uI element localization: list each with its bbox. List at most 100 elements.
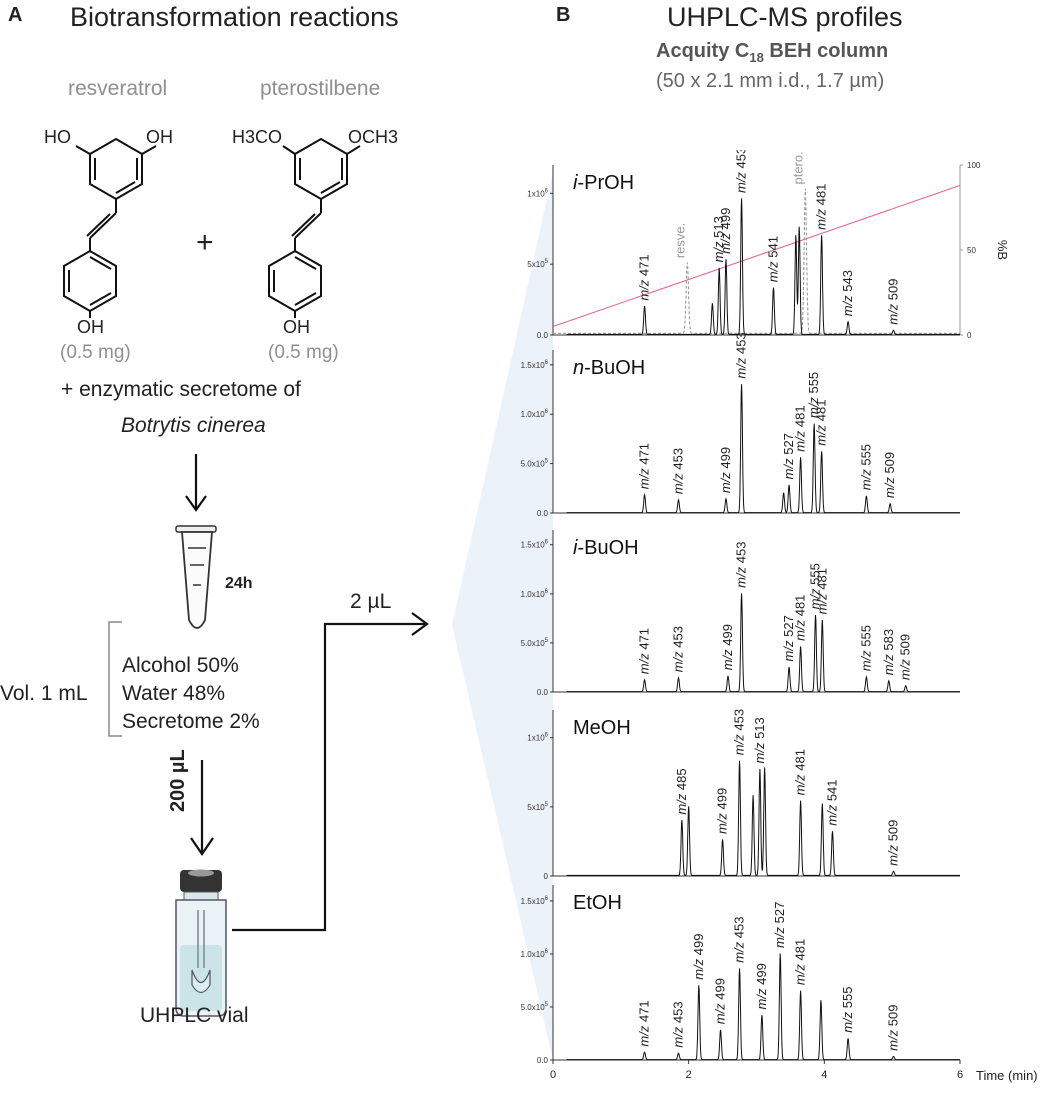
peak-label: m/z 471 xyxy=(637,628,652,674)
y-tick-label: 0.0 xyxy=(537,331,549,340)
peak-label: m/z 453 xyxy=(732,917,747,963)
pterostilbene-name: pterostilbene xyxy=(260,77,381,100)
column-name-main: Acquity C xyxy=(656,40,750,62)
composition-secretome: Secretome 2% xyxy=(122,710,260,733)
y-tick-label: 0.0 xyxy=(537,688,549,697)
pterostilbene-mass: (0.5 mg) xyxy=(268,342,339,363)
gradient-line xyxy=(552,184,961,327)
panel-b-title: UHPLC-MS profiles xyxy=(667,2,903,32)
peak-label: m/z 509 xyxy=(886,1005,901,1051)
peak-label: m/z 513 xyxy=(711,216,726,262)
reference-label: ptero. xyxy=(790,151,805,184)
chromatogram-trace xyxy=(566,593,960,693)
peak-label: m/z 555 xyxy=(858,444,873,490)
chromatogram-title: i-PrOH xyxy=(573,172,634,194)
peak-label: m/z 509 xyxy=(898,634,913,680)
y-tick-label: 1.5x106 xyxy=(521,540,549,550)
y-tick-label: 0 xyxy=(544,872,549,881)
x-axis-label: Time (min) xyxy=(976,1068,1038,1083)
secretome-line-1: + enzymatic secretome of xyxy=(61,378,301,401)
chromatogram-trace xyxy=(566,384,960,514)
peak-label: m/z 471 xyxy=(637,254,652,300)
panel-a-letter: A xyxy=(8,4,23,26)
peak-label: m/z 509 xyxy=(882,452,897,498)
peak-label: m/z 481 xyxy=(793,939,808,985)
pterostilbene-och3-label: OCH3 xyxy=(348,127,399,147)
peak-label: m/z 481 xyxy=(793,749,808,795)
peak-label: m/z 481 xyxy=(793,595,808,641)
x-tick-label: 0 xyxy=(550,1069,556,1081)
peak-label: m/z 555 xyxy=(858,625,873,671)
peak-label: m/z 509 xyxy=(886,278,901,324)
composition-water: Water 48% xyxy=(122,682,226,705)
column-name-sub: 18 xyxy=(749,50,764,65)
peak-label: m/z 453 xyxy=(734,150,749,193)
volume-label: Vol. 1 mL xyxy=(0,682,88,705)
x-tick-label: 2 xyxy=(686,1069,692,1081)
transfer-volume: 200 µL xyxy=(167,749,189,812)
y-tick-label: 1.0x106 xyxy=(521,589,549,599)
peak-label: m/z 583 xyxy=(881,629,896,675)
tube-icon xyxy=(175,525,217,629)
y-tick-label: 5.0x105 xyxy=(521,638,549,648)
chromatogram-title: MeOH xyxy=(573,717,631,739)
pterostilbene-h3co-label: H3CO xyxy=(232,127,283,147)
y-tick-label: 5x105 xyxy=(527,802,548,812)
peak-label: m/z 481 xyxy=(814,184,829,230)
peak-label: m/z 499 xyxy=(713,978,728,1024)
peak-label: m/z 453 xyxy=(734,332,749,378)
peak-label: m/z 499 xyxy=(691,933,706,979)
peak-label: m/z 527 xyxy=(772,902,787,948)
peak-label: m/z 481 xyxy=(814,399,829,445)
reference-label: resve. xyxy=(672,223,687,258)
y-tick-label: 5x105 xyxy=(527,259,548,269)
peak-label: m/z 471 xyxy=(637,1000,652,1046)
peak-label: m/z 513 xyxy=(752,717,767,763)
panel-a-title: Biotransformation reactions xyxy=(70,2,399,32)
peak-label: m/z 509 xyxy=(886,820,901,866)
y-tick-label: 1.0x106 xyxy=(521,409,549,419)
peak-label: m/z 527 xyxy=(781,615,796,661)
resveratrol-oh-right-label: OH xyxy=(146,127,173,147)
peak-label: m/z 453 xyxy=(670,1001,685,1047)
x-tick-label: 6 xyxy=(957,1069,963,1081)
peak-label: m/z 453 xyxy=(670,448,685,494)
incubation-time: 24h xyxy=(225,575,253,592)
y-tick-label: 5.0x105 xyxy=(521,1002,549,1012)
peak-label: m/z 471 xyxy=(637,443,652,489)
y-tick-label: 1.0x106 xyxy=(521,949,549,959)
peak-label: m/z 555 xyxy=(808,563,823,609)
peak-label: m/z 527 xyxy=(781,433,796,479)
chromatogram-trace xyxy=(566,198,960,335)
column-name-end: BEH column xyxy=(763,40,889,62)
resveratrol-ho-label: HO xyxy=(44,127,71,147)
panel-b-letter: B xyxy=(556,4,571,26)
chemical-structures xyxy=(63,137,361,318)
peak-label: m/z 555 xyxy=(806,372,821,418)
x-tick-label: 4 xyxy=(821,1069,827,1081)
peak-label: m/z 499 xyxy=(715,788,730,834)
secretome-line-2: Botrytis cinerea xyxy=(121,414,266,437)
plus-sign: + xyxy=(196,226,214,259)
resveratrol-name: resveratrol xyxy=(68,77,168,100)
chromatogram-title: i-BuOH xyxy=(573,537,639,559)
peak-label: m/z 485 xyxy=(674,768,689,814)
chromatogram-trace xyxy=(566,760,960,876)
injection-volume: 2 µL xyxy=(350,590,392,613)
vial-label: UHPLC vial xyxy=(140,1004,249,1027)
peak-label: m/z 453 xyxy=(734,542,749,588)
workflow-graphics xyxy=(108,454,429,1017)
peak-label: m/z 499 xyxy=(718,447,733,493)
peak-label: m/z 499 xyxy=(718,208,733,254)
y-tick-label: 1x106 xyxy=(527,733,548,743)
peak-label: m/z 499 xyxy=(720,624,735,670)
peak-label: m/z 453 xyxy=(732,709,747,755)
peak-label: m/z 543 xyxy=(840,270,855,316)
zoom-shade xyxy=(452,172,553,1060)
resveratrol-mass: (0.5 mg) xyxy=(60,342,131,363)
pterostilbene-oh-bottom-label: OH xyxy=(283,317,310,337)
right-tick-label: 50 xyxy=(967,246,976,255)
right-tick-label: 100 xyxy=(967,161,981,170)
y-tick-label: 0.0 xyxy=(537,1056,549,1065)
